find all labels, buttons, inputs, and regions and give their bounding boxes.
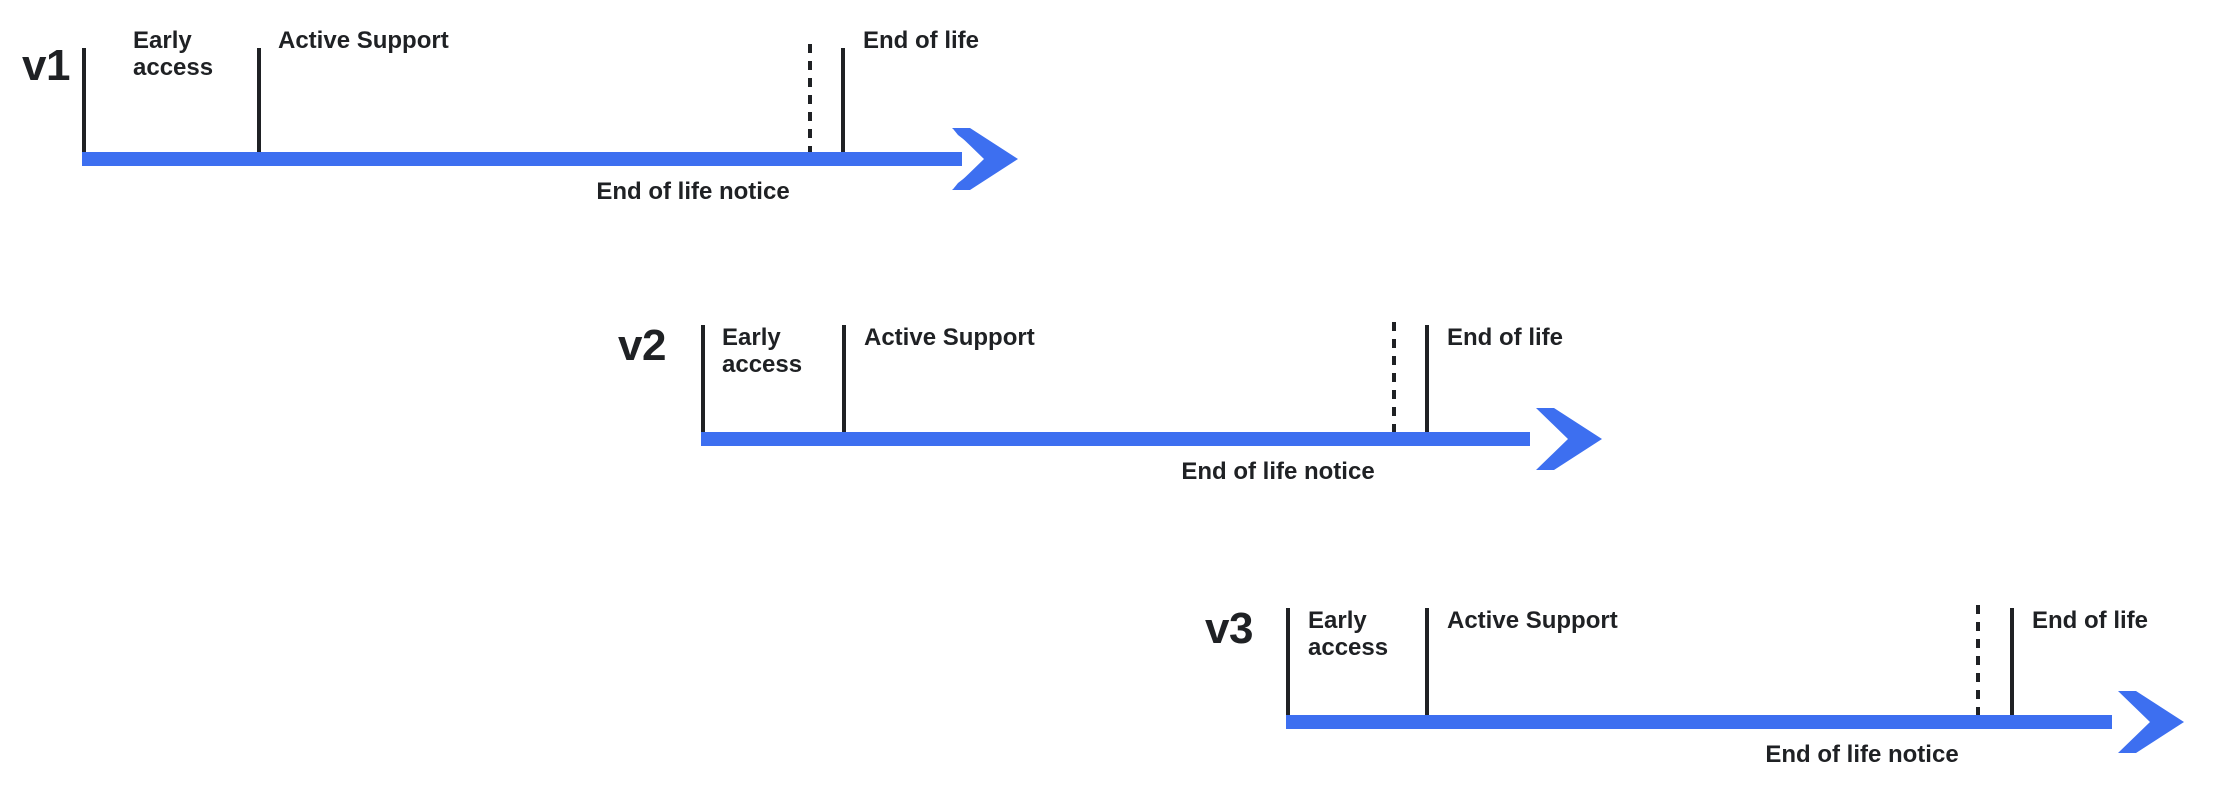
phase-label-early-access-v2: Early access xyxy=(722,324,803,378)
end-of-life-notice-marker-v2 xyxy=(1392,322,1396,432)
phase-label-early-access-v3: Early access xyxy=(1308,607,1389,661)
timeline-caption-v2: End of life notice xyxy=(1181,458,1375,485)
phase-label-active-support-v3: Active Support xyxy=(1447,607,1618,634)
timeline-arrow-head-icon-v3 xyxy=(2110,691,2186,753)
phase-divider-end-of-life-v1 xyxy=(841,48,845,152)
timeline-shaft-v1 xyxy=(82,152,962,166)
end-of-life-notice-marker-v1 xyxy=(808,44,812,152)
timeline-shaft-v3 xyxy=(1286,715,2112,729)
phase-divider-active-support-v1 xyxy=(257,48,261,152)
version-label-v2: v2 xyxy=(618,321,666,370)
phase-divider-start-v1 xyxy=(82,48,86,152)
end-of-life-notice-marker-v3 xyxy=(1976,605,1980,715)
version-label-v1: v1 xyxy=(22,41,70,90)
phase-divider-start-v2 xyxy=(701,325,705,432)
timeline-caption-v3: End of life notice xyxy=(1765,741,1959,768)
phase-label-end-of-life-v1: End of life xyxy=(863,27,979,54)
timeline-arrow-head-icon-v1 xyxy=(944,128,1020,190)
phase-label-active-support-v1: Active Support xyxy=(278,27,449,54)
phase-label-end-of-life-v3: End of life xyxy=(2032,607,2148,634)
phase-divider-active-support-v3 xyxy=(1425,608,1429,715)
phase-divider-end-of-life-v2 xyxy=(1425,325,1429,432)
phase-divider-active-support-v2 xyxy=(842,325,846,432)
phase-label-end-of-life-v2: End of life xyxy=(1447,324,1563,351)
phase-divider-end-of-life-v3 xyxy=(2010,608,2014,715)
phase-label-early-access-v1: Early access xyxy=(133,27,214,81)
timeline-shaft-v2 xyxy=(701,432,1530,446)
timeline-caption-v1: End of life notice xyxy=(596,178,790,205)
timeline-arrow-head-icon-v2 xyxy=(1528,408,1604,470)
phase-label-active-support-v2: Active Support xyxy=(864,324,1035,351)
version-label-v3: v3 xyxy=(1205,604,1253,653)
phase-divider-start-v3 xyxy=(1286,608,1290,715)
